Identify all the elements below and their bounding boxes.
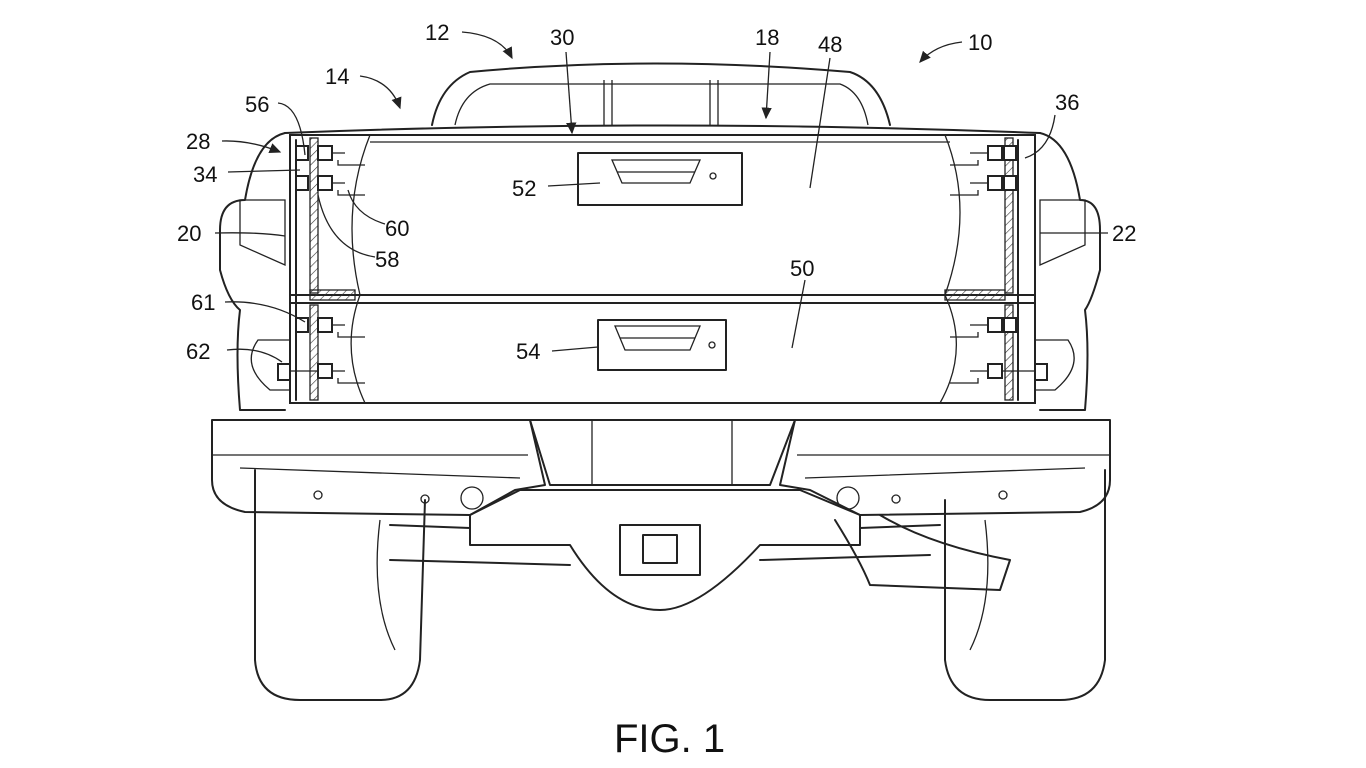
label-12: 12 [425,20,449,45]
tailgate [277,134,1048,404]
truck-body [219,124,1101,411]
label-34: 34 [193,162,217,187]
label-20: 20 [177,221,201,246]
rear-bumper [211,419,1111,611]
cab [431,62,891,126]
label-54: 54 [516,339,540,364]
upper-handle [577,152,743,206]
label-52: 52 [512,176,536,201]
left-wheel [254,469,426,701]
leader-lines [214,31,1108,363]
label-28: 28 [186,129,210,154]
label-18: 18 [755,25,779,50]
label-14: 14 [325,64,349,89]
label-58: 58 [375,247,399,272]
label-22: 22 [1112,221,1136,246]
figure-caption: FIG. 1 [614,717,725,761]
label-60: 60 [385,216,409,241]
latch-bolts-left [277,145,365,384]
lower-handle [597,319,727,371]
label-56: 56 [245,92,269,117]
latch-bolts-right [950,145,1048,384]
label-36: 36 [1055,90,1079,115]
label-62: 62 [186,339,210,364]
label-48: 48 [818,32,842,57]
label-61: 61 [191,290,215,315]
label-30: 30 [550,25,574,50]
label-10: 10 [968,30,992,55]
right-wheel [944,469,1106,701]
label-50: 50 [790,256,814,281]
reference-numerals: 12 30 18 48 10 14 56 36 28 34 52 60 20 2… [177,20,1136,761]
